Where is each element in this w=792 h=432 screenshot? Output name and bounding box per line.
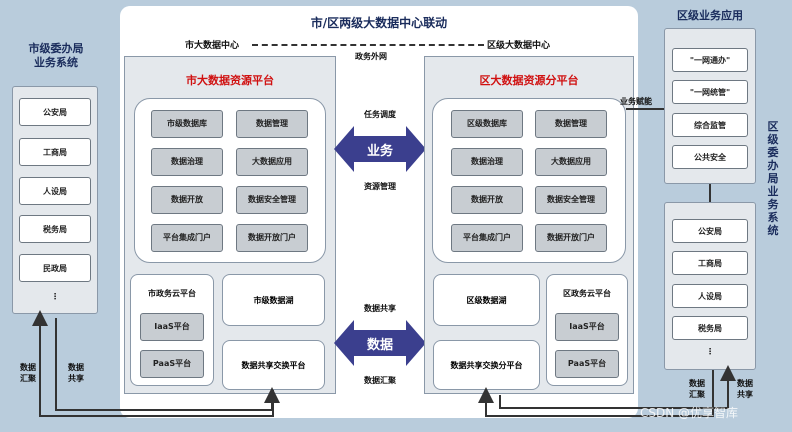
left-system-item: 工商局 <box>19 138 91 166</box>
left-label-collect: 数据 汇聚 <box>20 363 36 383</box>
business-enable-line <box>626 108 664 110</box>
left-label-share: 数据 共享 <box>68 363 84 383</box>
right-app-item: "一网通办" <box>672 48 748 72</box>
district-paas-box: PaaS平台 <box>555 350 619 378</box>
district-govern-box: 数据治理 <box>451 148 523 176</box>
right-system-title: 区级委办局业务系统 <box>767 120 779 237</box>
city-center-label: 市大数据中心 <box>185 41 240 51</box>
city-paas-box: PaaS平台 <box>140 350 204 378</box>
right-app-item: 综合监管 <box>672 113 748 137</box>
district-portal-box: 平台集成门户 <box>451 224 523 252</box>
left-system-item: 公安局 <box>19 98 91 126</box>
district-db-box: 区级数据库 <box>451 110 523 138</box>
city-bigdata-box: 大数据应用 <box>236 148 308 176</box>
right-system-item: 税务局 <box>672 316 748 340</box>
right-apps-title: 区级业务应用 <box>677 9 743 22</box>
resource-manage-label: 资源管理 <box>364 182 396 191</box>
business-arrow <box>334 126 426 172</box>
district-open-box: 数据开放 <box>451 186 523 214</box>
business-arrow-label: 业务 <box>366 143 393 159</box>
city-govern-box: 数据治理 <box>151 148 223 176</box>
data-collect-label: 数据汇聚 <box>364 376 396 385</box>
left-system-ellipsis: ⋮ <box>51 291 59 301</box>
city-iaas-box: IaaS平台 <box>140 313 204 341</box>
district-manage-box: 数据管理 <box>535 110 607 138</box>
district-security-box: 数据安全管理 <box>535 186 607 214</box>
city-cloud-title: 市政务云平台 <box>148 289 196 298</box>
district-iaas-box: IaaS平台 <box>555 313 619 341</box>
city-open-portal-box: 数据开放门户 <box>236 224 308 252</box>
right-system-item: 工商局 <box>672 251 748 275</box>
district-exchange-box: 数据共享交换分平台 <box>433 340 540 390</box>
city-db-box: 市级数据库 <box>151 110 223 138</box>
right-label-collect: 数据 汇聚 <box>689 379 705 399</box>
right-system-item: 公安局 <box>672 219 748 243</box>
task-dispatch-label: 任务调度 <box>364 110 396 119</box>
gov-net-label: 政务外网 <box>355 52 387 61</box>
city-lake-box: 市级数据湖 <box>222 274 325 326</box>
left-system-item: 人设局 <box>19 177 91 205</box>
right-system-ellipsis: ⋮ <box>706 346 714 356</box>
data-arrow-label: 数据 <box>366 337 393 353</box>
left-system-item: 民政局 <box>19 254 91 282</box>
right-app-item: 公共安全 <box>672 145 748 169</box>
district-cloud-title: 区政务云平台 <box>563 289 611 298</box>
right-app-item: "一网统管" <box>672 80 748 104</box>
business-enable-label: 业务赋能 <box>620 97 652 106</box>
main-title: 市/区两级大数据中心联动 <box>310 16 448 30</box>
district-open-portal-box: 数据开放门户 <box>535 224 607 252</box>
right-system-item: 人设局 <box>672 284 748 308</box>
watermark: CSDN @优享智库 <box>640 406 739 420</box>
city-platform-title: 市大数据资源平台 <box>186 74 274 87</box>
district-bigdata-box: 大数据应用 <box>535 148 607 176</box>
right-label-share: 数据 共享 <box>737 379 753 399</box>
city-manage-box: 数据管理 <box>236 110 308 138</box>
city-open-box: 数据开放 <box>151 186 223 214</box>
district-platform-title: 区大数据资源分平台 <box>479 74 579 87</box>
center-dashed-line <box>252 44 484 46</box>
data-arrow <box>334 320 426 366</box>
data-share-label: 数据共享 <box>364 304 396 313</box>
city-security-box: 数据安全管理 <box>236 186 308 214</box>
left-system-title: 市级委办局 业务系统 <box>28 42 84 69</box>
district-center-label: 区级大数据中心 <box>487 41 551 51</box>
left-system-item: 税务局 <box>19 215 91 243</box>
district-lake-box: 区级数据湖 <box>433 274 540 326</box>
city-portal-box: 平台集成门户 <box>151 224 223 252</box>
